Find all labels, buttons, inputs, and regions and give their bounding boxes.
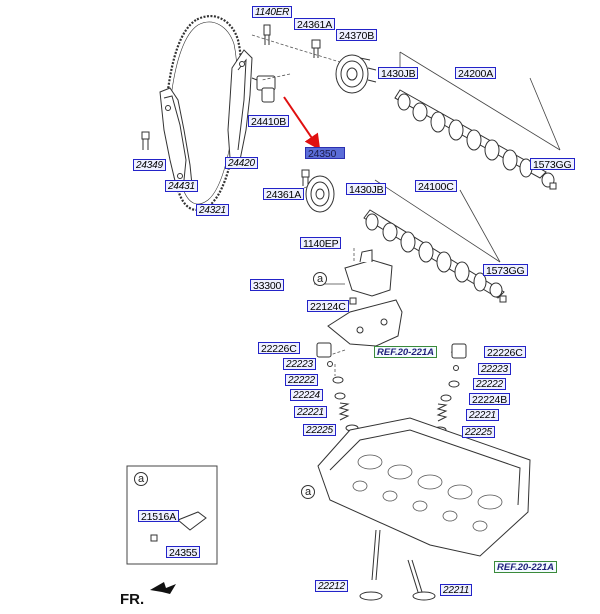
chain-tensioner — [251, 75, 276, 103]
label-22225-left[interactable]: 22225 — [303, 424, 336, 436]
chain-guide-left — [159, 87, 193, 191]
label-24361a-top[interactable]: 24361A — [294, 18, 336, 31]
label-22222-right[interactable]: 22222 — [473, 378, 506, 390]
label-24431[interactable]: 24431 — [165, 180, 198, 192]
label-22223-right[interactable]: 22223 — [478, 363, 511, 375]
marker-a-inset: a — [134, 472, 148, 486]
label-22124c[interactable]: 22124C — [307, 300, 349, 313]
label-1573gg-top[interactable]: 1573GG — [530, 158, 575, 171]
label-24321[interactable]: 24321 — [196, 204, 229, 216]
label-24370b[interactable]: 24370B — [336, 29, 378, 42]
label-24200a[interactable]: 24200A — [455, 67, 497, 80]
front-arrow-icon — [150, 582, 176, 594]
label-1140ep[interactable]: 1140EP — [300, 237, 342, 250]
label-24349[interactable]: 24349 — [133, 159, 166, 171]
cam-cap — [327, 299, 403, 347]
marker-a-head: a — [301, 485, 315, 499]
label-22221-left[interactable]: 22221 — [294, 406, 327, 418]
cylinder-head — [317, 417, 531, 557]
cam-sprocket-lower — [305, 175, 335, 213]
label-24355[interactable]: 24355 — [166, 546, 201, 559]
valve-exhaust — [359, 529, 383, 601]
valve-intake — [407, 559, 436, 601]
tensioner-arm — [227, 49, 253, 161]
pump-bracket — [344, 249, 393, 305]
valve-parts-right — [433, 343, 467, 434]
label-22223-left[interactable]: 22223 — [283, 358, 316, 370]
ref-link-bottom[interactable]: REF.20-221A — [494, 561, 558, 573]
label-22224b[interactable]: 22224B — [469, 393, 511, 406]
label-22225-right[interactable]: 22225 — [462, 426, 495, 438]
label-24420[interactable]: 24420 — [225, 157, 258, 169]
label-33300[interactable]: 33300 — [250, 279, 285, 292]
camshaft-upper — [394, 89, 557, 190]
label-22211[interactable]: 22211 — [440, 584, 473, 596]
bolts-top — [141, 24, 321, 186]
label-21516a[interactable]: 21516A — [138, 510, 180, 523]
marker-a-pump: a — [313, 272, 327, 286]
label-22212[interactable]: 22212 — [315, 580, 348, 592]
label-24410b[interactable]: 24410B — [248, 115, 290, 128]
label-1140er-top[interactable]: 1140ER — [252, 6, 293, 18]
front-direction-label: FR. — [120, 591, 145, 608]
label-24100c[interactable]: 24100C — [415, 180, 457, 193]
label-1573gg-mid[interactable]: 1573GG — [483, 264, 528, 277]
label-24361a-mid[interactable]: 24361A — [263, 188, 305, 201]
label-1430jb-top[interactable]: 1430JB — [378, 67, 419, 80]
lower-cam-leaders — [374, 179, 501, 263]
cam-sprocket-upper — [335, 54, 377, 94]
label-24350[interactable]: 24350 — [305, 147, 345, 160]
callout-arrow — [283, 96, 321, 151]
ref-link-mid[interactable]: REF.20-221A — [374, 346, 438, 358]
camshaft-lower — [363, 209, 507, 303]
label-22221-right[interactable]: 22221 — [466, 409, 499, 421]
label-22222-left[interactable]: 22222 — [285, 374, 318, 386]
label-22224-left[interactable]: 22224 — [290, 389, 323, 401]
label-22226c-right[interactable]: 22226C — [484, 346, 526, 359]
label-1430jb-mid[interactable]: 1430JB — [346, 183, 387, 196]
label-22226c-left[interactable]: 22226C — [258, 342, 300, 355]
